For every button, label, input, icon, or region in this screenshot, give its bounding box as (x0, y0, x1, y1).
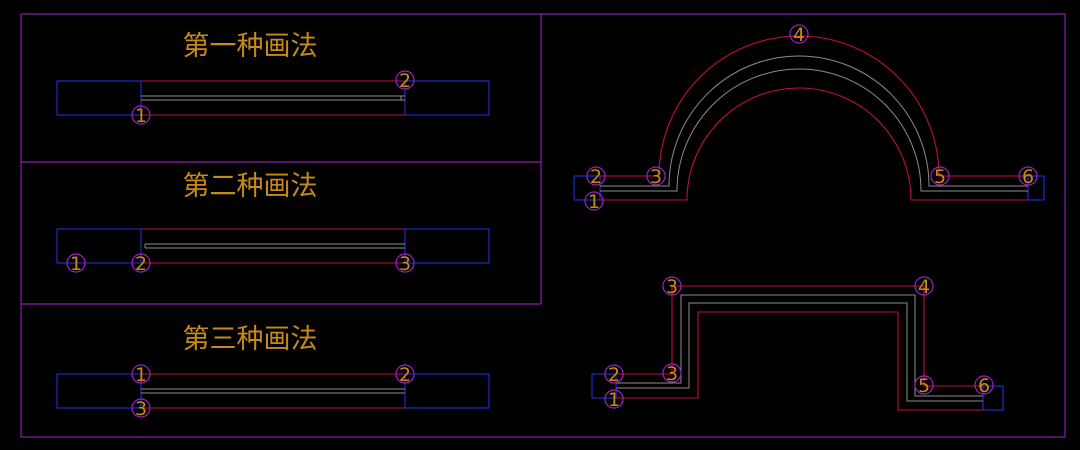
inner-line (600, 68, 1028, 192)
point-marker: 3 (131, 398, 151, 420)
point-marker: 4 (789, 24, 809, 46)
point-marker: 4 (914, 276, 934, 298)
point-label: 6 (978, 375, 990, 397)
point-marker: 3 (646, 166, 666, 188)
point-marker: 2 (604, 364, 624, 386)
point-label: 1 (70, 253, 82, 275)
inner-line (616, 294, 983, 397)
point-label: 5 (918, 375, 930, 397)
outer-line (600, 35, 1028, 177)
point-marker: 3 (395, 253, 415, 275)
point-marker: 1 (66, 253, 86, 275)
panel-title: 第一种画法 (183, 31, 318, 62)
point-label: 5 (934, 166, 946, 188)
point-marker: 2 (131, 253, 151, 275)
point-label: 2 (399, 364, 411, 386)
wall-right (404, 373, 490, 409)
step-diagram: 2 3 3 4 5 6 1 (591, 276, 1004, 411)
point-marker: 1 (584, 191, 604, 213)
wall-left (56, 80, 142, 116)
wall-left (591, 373, 617, 399)
point-marker: 3 (662, 363, 682, 385)
point-marker: 1 (604, 389, 624, 411)
point-marker: 2 (395, 70, 415, 92)
point-marker: 2 (586, 166, 606, 188)
outer-line (616, 311, 983, 411)
point-label: 2 (590, 166, 602, 188)
point-label: 1 (608, 389, 620, 411)
point-marker: 1 (131, 364, 151, 386)
point-label: 2 (608, 364, 620, 386)
arch-diagram: 2 3 4 5 6 1 (573, 24, 1045, 213)
point-label: 1 (588, 191, 600, 213)
point-label: 3 (650, 166, 662, 188)
method-panel-2: 第二种画法 1 2 3 (56, 171, 490, 275)
outer-line (600, 87, 1028, 201)
point-label: 3 (666, 363, 678, 385)
point-label: 4 (793, 24, 805, 46)
wall-left (56, 373, 142, 409)
wall-right (1027, 175, 1045, 201)
point-marker: 5 (930, 166, 950, 188)
point-marker: 6 (1018, 166, 1038, 188)
wall-left (56, 228, 142, 264)
inner-line (616, 302, 983, 402)
inner-line (600, 55, 1028, 187)
point-label: 1 (135, 364, 147, 386)
point-label: 4 (918, 276, 930, 298)
panel-title: 第二种画法 (183, 171, 318, 202)
point-marker: 2 (395, 364, 415, 386)
point-label: 3 (399, 253, 411, 275)
method-panel-3: 第三种画法 1 2 3 (56, 324, 490, 420)
point-label: 3 (135, 398, 147, 420)
method-panel-1: 第一种画法 1 2 (56, 31, 490, 127)
outer-frame (20, 13, 1066, 438)
point-label: 3 (666, 276, 678, 298)
point-label: 2 (399, 70, 411, 92)
point-marker: 3 (662, 276, 682, 298)
point-label: 6 (1022, 166, 1034, 188)
point-marker: 5 (914, 375, 934, 397)
wall-right (404, 228, 490, 264)
wall-right (404, 80, 490, 116)
point-marker: 6 (974, 375, 994, 397)
point-marker: 1 (131, 105, 151, 127)
point-label: 2 (135, 253, 147, 275)
panel-title: 第三种画法 (183, 324, 318, 355)
point-label: 1 (135, 105, 147, 127)
